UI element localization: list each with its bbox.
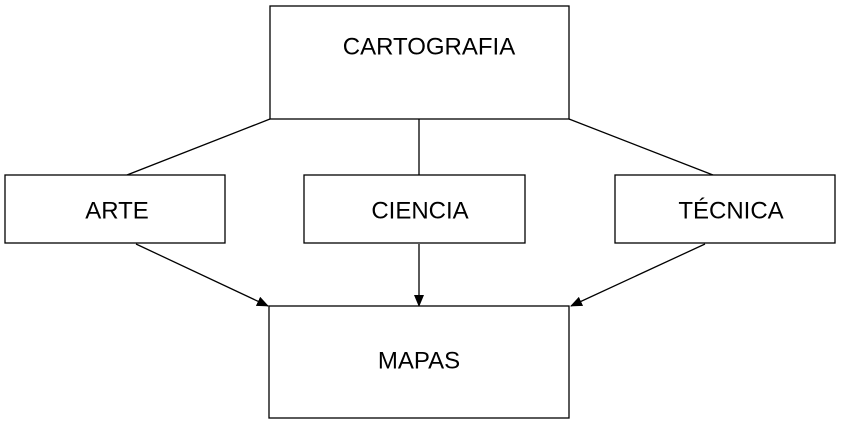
node-arte-label: ARTE (85, 198, 149, 225)
node-ciencia-label: CIENCIA (371, 198, 468, 225)
arrow-arte-mapas (135, 243, 269, 307)
node-cartografia-label: CARTOGRAFIA (343, 34, 515, 61)
node-mapas: MAPAS (268, 305, 570, 419)
node-tecnica-label: TÉCNICA (678, 198, 783, 225)
node-mapas-label: MAPAS (378, 348, 460, 375)
node-cartografia: CARTOGRAFIA (269, 5, 570, 120)
node-ciencia: CIENCIA (303, 174, 526, 244)
node-arte: ARTE (4, 174, 226, 244)
edge-cartografia-arte (126, 118, 271, 176)
edge-cartografia-tecnica (568, 118, 714, 176)
node-tecnica: TÉCNICA (614, 174, 836, 244)
arrow-tecnica-mapas (570, 243, 706, 307)
